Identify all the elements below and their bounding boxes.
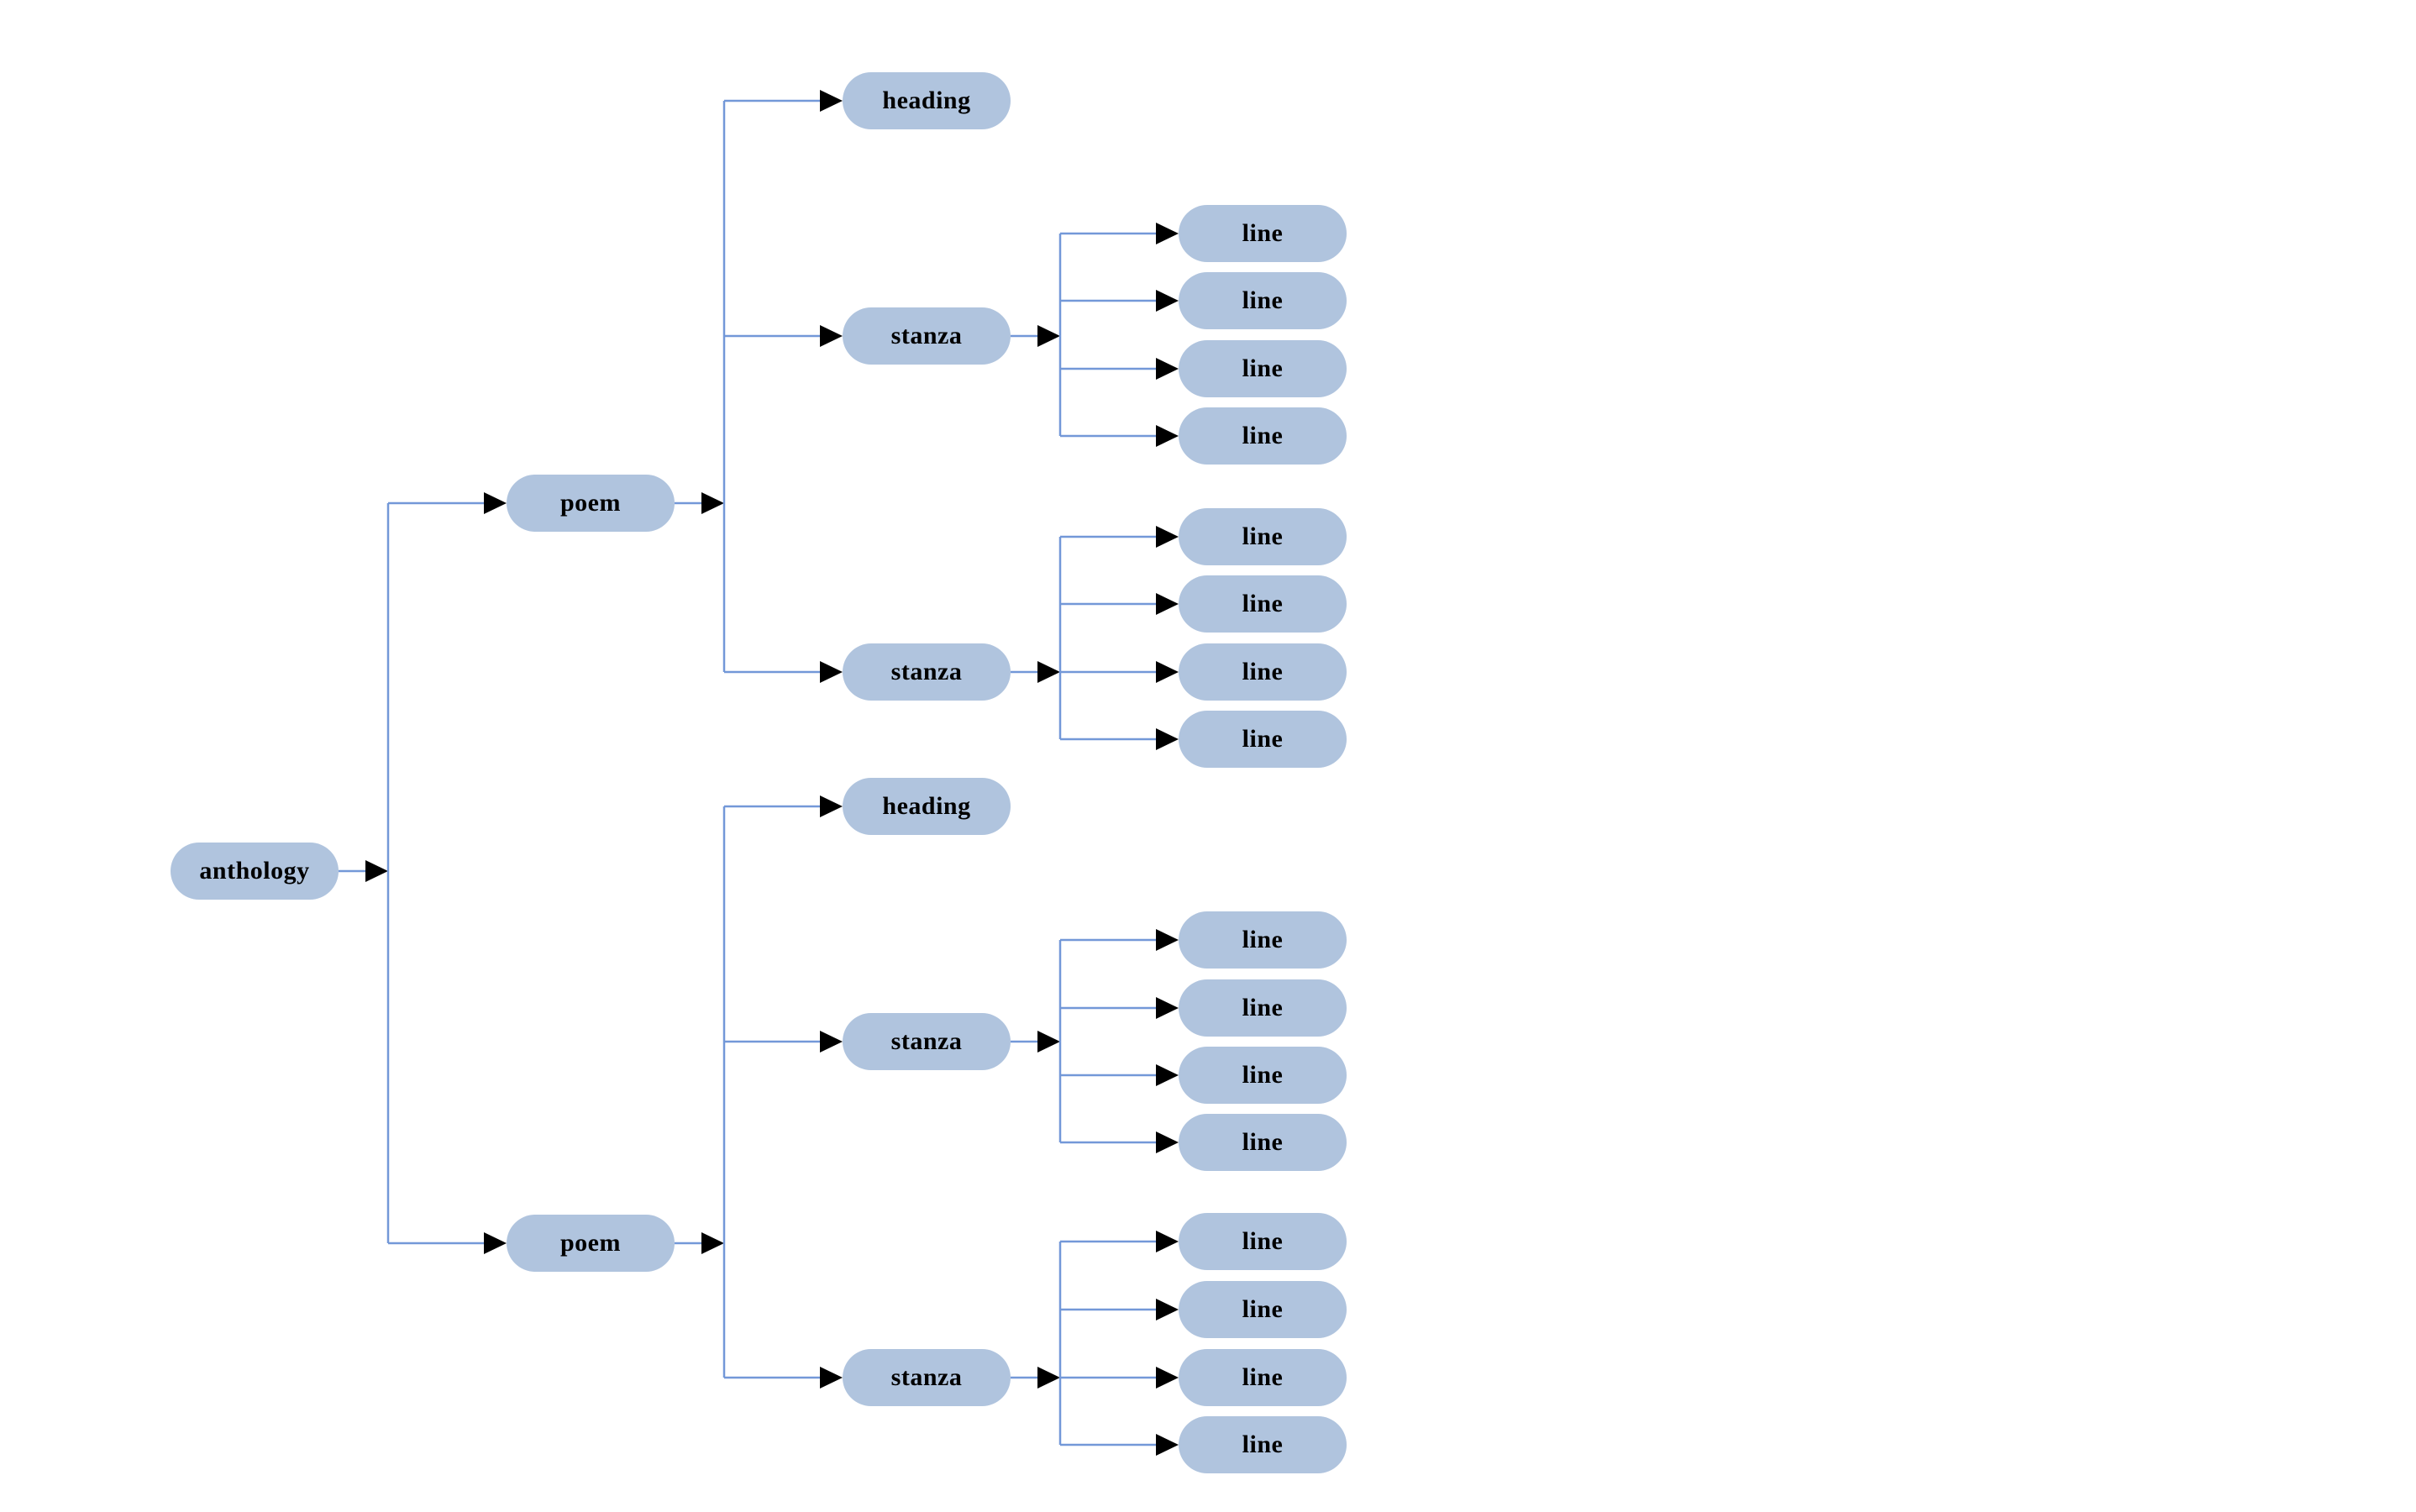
node-stanza-2: stanza: [843, 643, 1011, 701]
edge-arrowhead: [820, 1367, 843, 1389]
edge-arrowhead: [820, 795, 843, 817]
edge-arrowhead: [1037, 325, 1060, 347]
edge-arrowhead: [1156, 290, 1179, 312]
edge-arrowhead: [1156, 593, 1179, 615]
edge-arrowhead: [1156, 425, 1179, 447]
edge-arrowhead: [1156, 929, 1179, 951]
edge-arrowhead: [1156, 1367, 1179, 1389]
edge-arrowhead: [1156, 997, 1179, 1019]
node-line-3: line: [1179, 340, 1347, 397]
node-line-14: line: [1179, 1281, 1347, 1338]
node-line-13: line: [1179, 1213, 1347, 1270]
edge-arrowhead: [365, 860, 388, 882]
edge-arrowhead: [701, 492, 724, 514]
node-poem-2: poem: [507, 1215, 675, 1272]
edge-arrowhead: [484, 492, 507, 514]
edge-arrowhead: [820, 90, 843, 112]
node-stanza-3: stanza: [843, 1013, 1011, 1070]
edge-arrowhead: [1156, 358, 1179, 380]
edge-arrowhead: [1037, 1031, 1060, 1053]
edge-arrowhead: [820, 1031, 843, 1053]
node-line-12: line: [1179, 1114, 1347, 1171]
node-stanza-4: stanza: [843, 1349, 1011, 1406]
edge-arrowhead: [701, 1232, 724, 1254]
edge-arrowhead: [1156, 1434, 1179, 1456]
node-line-15: line: [1179, 1349, 1347, 1406]
node-line-9: line: [1179, 911, 1347, 969]
node-line-4: line: [1179, 407, 1347, 465]
edge-arrowhead: [1156, 526, 1179, 548]
node-line-6: line: [1179, 575, 1347, 633]
edge-arrowhead: [1037, 661, 1060, 683]
node-heading-2: heading: [843, 778, 1011, 835]
edge-arrowhead: [820, 325, 843, 347]
edge-arrowhead: [1156, 1299, 1179, 1320]
node-line-11: line: [1179, 1047, 1347, 1104]
edge-arrowhead: [484, 1232, 507, 1254]
node-poem-1: poem: [507, 475, 675, 532]
node-line-7: line: [1179, 643, 1347, 701]
edge-arrowhead: [1156, 223, 1179, 244]
edge-arrowhead: [1156, 1131, 1179, 1153]
node-line-2: line: [1179, 272, 1347, 329]
edge-arrowhead: [1156, 661, 1179, 683]
node-stanza-1: stanza: [843, 307, 1011, 365]
edge-arrowhead: [1156, 1064, 1179, 1086]
edge-arrowhead: [820, 661, 843, 683]
edge-arrowhead: [1156, 728, 1179, 750]
node-anthology: anthology: [171, 843, 339, 900]
node-line-1: line: [1179, 205, 1347, 262]
node-line-10: line: [1179, 979, 1347, 1037]
node-line-5: line: [1179, 508, 1347, 565]
node-line-8: line: [1179, 711, 1347, 768]
node-line-16: line: [1179, 1416, 1347, 1473]
edge-arrowhead: [1037, 1367, 1060, 1389]
edge-arrowhead: [1156, 1231, 1179, 1252]
node-heading-1: heading: [843, 72, 1011, 129]
